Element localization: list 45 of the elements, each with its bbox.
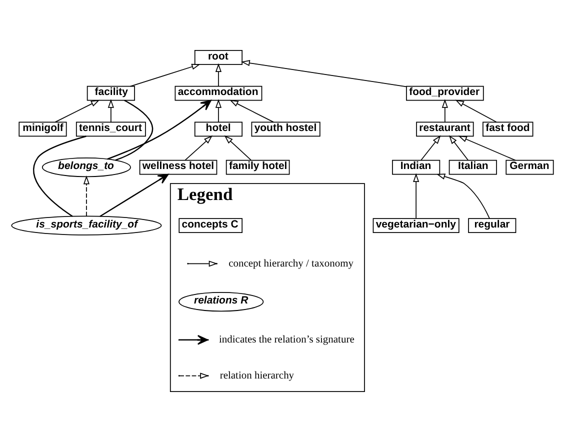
- node-box: concepts C: [178, 218, 243, 232]
- node-box: fast food: [482, 121, 534, 136]
- node-box: facility: [86, 85, 135, 100]
- node-box: German: [506, 159, 554, 174]
- legend-label: concept hierarchy / taxonomy: [228, 258, 354, 269]
- arrow: [442, 98, 448, 122]
- arrow: [215, 98, 222, 122]
- node-box: hotel: [194, 121, 243, 136]
- arrow: [455, 99, 497, 122]
- node-box: youth hostel: [251, 121, 320, 136]
- arrow: [83, 175, 90, 216]
- node-box: food_provider: [406, 85, 484, 100]
- arrow: [54, 99, 100, 122]
- node-box: Indian: [392, 159, 440, 174]
- node-box: family hotel: [226, 159, 290, 174]
- connector: [33, 135, 86, 216]
- arrow: [224, 134, 252, 160]
- arrow: [184, 134, 213, 160]
- arrow: [230, 99, 274, 122]
- arrow: [107, 99, 212, 160]
- arrow: [241, 60, 407, 87]
- arrow: [458, 135, 516, 160]
- node-ellipse: belongs_to: [42, 157, 131, 177]
- arrow: [413, 172, 420, 218]
- node-box: restaurant: [416, 121, 474, 136]
- node-box: regular: [468, 218, 516, 232]
- legend-label: relation hierarchy: [220, 370, 294, 381]
- node-box: Italian: [448, 159, 497, 174]
- node-box: tennis_court: [76, 121, 146, 136]
- arrow: [420, 134, 441, 160]
- node-ellipse: relations R: [178, 292, 264, 312]
- node-box: vegetarian−only: [372, 218, 460, 232]
- node-box: accommodation: [174, 85, 262, 100]
- arrow: [436, 173, 490, 218]
- node-ellipse: is_sports_facility_of: [11, 215, 162, 235]
- arrow: [130, 63, 200, 86]
- arrow: [108, 98, 114, 122]
- arrow: [215, 62, 222, 86]
- node-box: minigolf: [18, 121, 67, 136]
- node-box: wellness hotel: [139, 159, 218, 174]
- connector: [115, 99, 154, 160]
- arrow: [100, 173, 169, 216]
- legend-label: indicates the relation’s signature: [218, 334, 354, 346]
- node-box: root: [194, 50, 243, 64]
- arrow: [448, 134, 468, 160]
